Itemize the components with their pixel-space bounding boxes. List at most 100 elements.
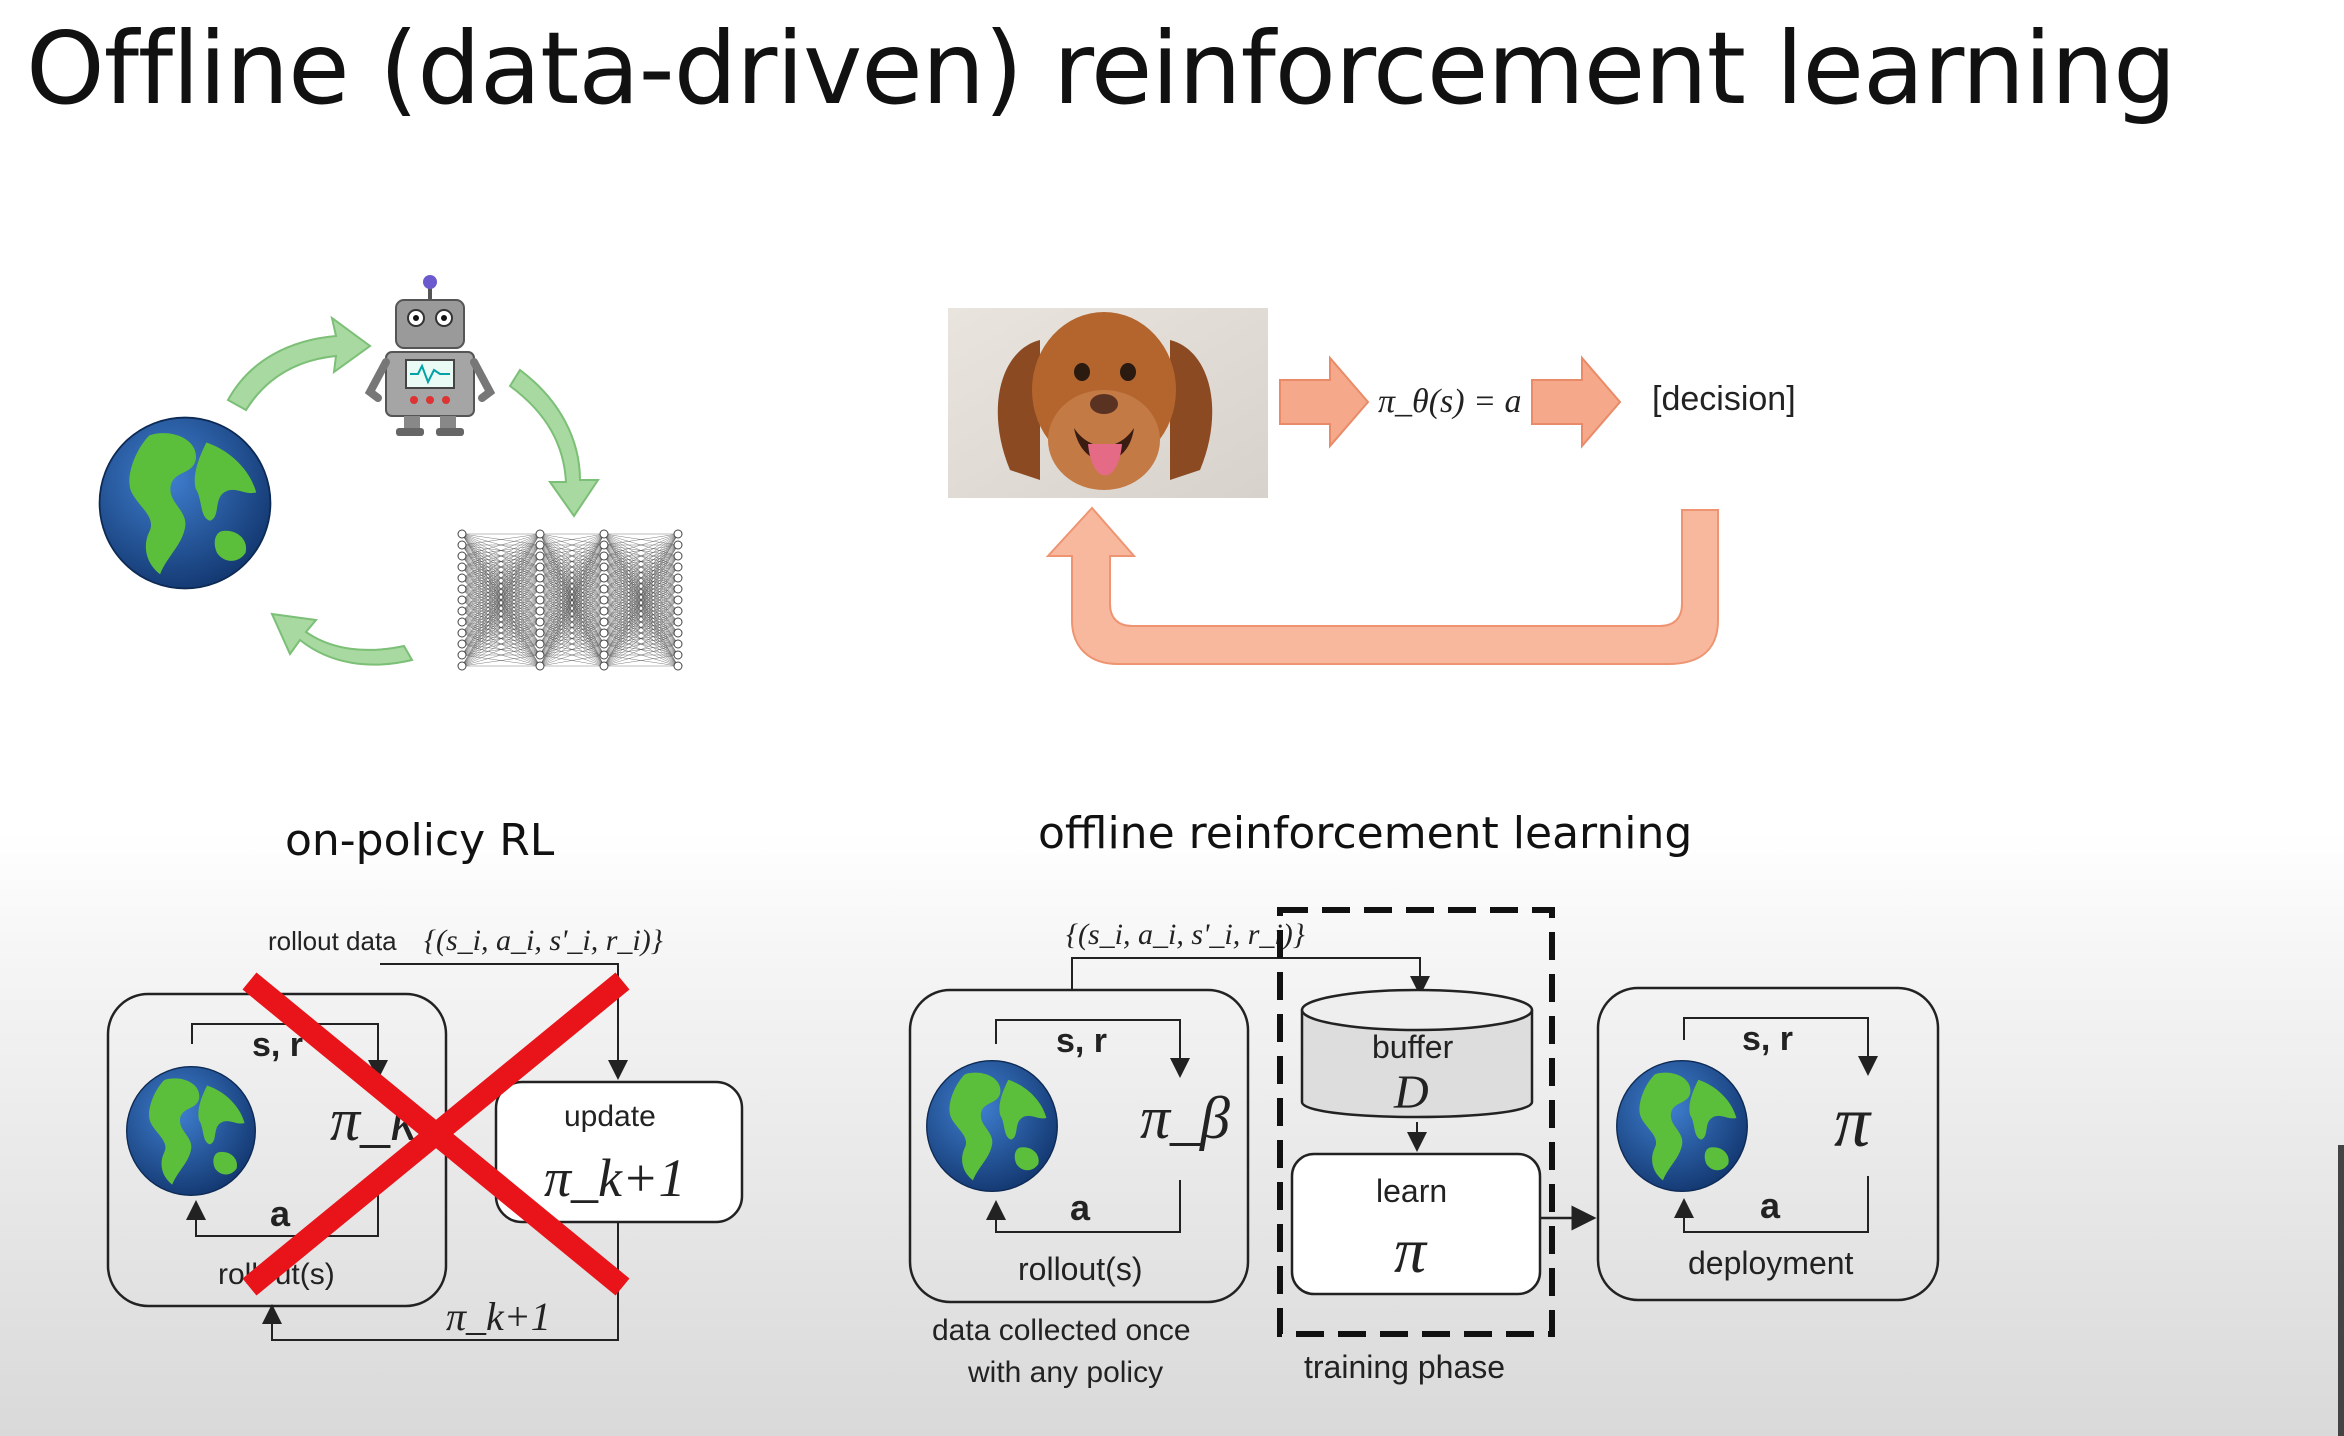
nn-edge [603, 533, 679, 667]
nn-edge [603, 588, 679, 667]
state-label: s, r [252, 1026, 303, 1064]
nn-node [457, 551, 467, 561]
nn-edge [461, 643, 541, 667]
nn-edge [461, 533, 541, 612]
cycle-arrow-icon [226, 315, 600, 666]
nn-edge [539, 533, 605, 546]
nn-edge [461, 533, 541, 590]
learn-box [1290, 1152, 1542, 1296]
nn-edge [461, 533, 541, 568]
decision-label: [decision] [1652, 380, 1796, 418]
feedback-arrow [1045, 506, 1719, 665]
nn-edge [603, 533, 679, 590]
nn-edge [603, 643, 679, 667]
deployment-box [1596, 986, 1940, 1302]
nn-edge [603, 544, 679, 667]
nn-edge [603, 654, 679, 667]
feedback-policy: π_k+1 [446, 1294, 551, 1339]
globe-icon [926, 1060, 1058, 1192]
nn-edge [461, 654, 541, 667]
nn-edge [603, 533, 679, 645]
globe-icon [126, 1066, 256, 1196]
nn-edge [539, 533, 605, 557]
nn-edge [603, 599, 679, 667]
nn-node [535, 540, 545, 550]
nn-node [673, 639, 683, 649]
nn-node [535, 595, 545, 605]
nn-edge [603, 533, 679, 579]
nn-node [599, 628, 609, 638]
nn-node [535, 650, 545, 660]
nn-node [673, 540, 683, 550]
rollout-data-label: rollout data [268, 926, 397, 956]
nn-edge [603, 632, 679, 667]
nn-edge [539, 599, 605, 667]
globe-icon [1616, 1060, 1748, 1192]
nn-edge [539, 533, 605, 656]
nn-node [457, 529, 467, 539]
nn-edge [461, 610, 541, 667]
nn-edge [539, 533, 605, 623]
loop-diagram [98, 275, 683, 671]
nn-edge [461, 533, 541, 656]
collection-box [908, 988, 1250, 1304]
nn-edge [539, 654, 605, 667]
nn-node [673, 529, 683, 539]
policy-pipeline: π_θ(s) = a [decision] [948, 308, 1796, 665]
nn-node [535, 661, 545, 671]
nn-node [599, 573, 609, 583]
nn-edge [461, 533, 541, 623]
nn-edge [461, 621, 541, 667]
nn-edge [539, 555, 605, 667]
nn-node [673, 551, 683, 561]
pipeline-arrow [1279, 355, 1370, 449]
nn-edge [539, 566, 605, 667]
nn-edge [603, 533, 679, 601]
nn-node [535, 562, 545, 572]
nn-edge [539, 533, 605, 634]
nn-edge [539, 610, 605, 667]
cross-out-icon [242, 972, 630, 1296]
nn-edge [539, 533, 605, 612]
deployment-caption: deployment [1688, 1245, 1854, 1281]
nn-node [599, 617, 609, 627]
nn-node [457, 540, 467, 550]
nn-edge [461, 566, 541, 667]
nn-node [599, 595, 609, 605]
nn-edge [539, 621, 605, 667]
collection-caption-line2: with any policy [967, 1356, 1163, 1389]
nn-edge [461, 533, 541, 579]
pipeline-arrow [1531, 355, 1622, 449]
learn-symbol: π [1394, 1215, 1428, 1286]
nn-edge [539, 533, 605, 645]
nn-edge [539, 533, 605, 590]
nn-node [673, 562, 683, 572]
nn-edge [603, 577, 679, 667]
nn-node [599, 639, 609, 649]
nn-edge [539, 577, 605, 667]
action-label: a [270, 1193, 291, 1234]
robot-icon [364, 275, 496, 436]
nn-node [535, 573, 545, 583]
nn-node [457, 584, 467, 594]
nn-edge [603, 566, 679, 667]
offline-diagram: {(s_i, a_i, s'_i, r_i)} s, r π_β a rollo… [908, 907, 1940, 1389]
nn-edge [461, 544, 541, 667]
nn-edge [603, 610, 679, 667]
nn-node [535, 551, 545, 561]
policy-formula: π_θ(s) = a [1378, 383, 1522, 420]
nn-edge [539, 533, 605, 568]
nn-edge [461, 533, 541, 557]
nn-node [535, 628, 545, 638]
nn-edge [603, 555, 679, 667]
nn-node [599, 661, 609, 671]
on-policy-diagram: rollout data {(s_i, a_i, s'_i, r_i)} s, … [106, 924, 744, 1341]
dog-photo [948, 308, 1268, 498]
collection-state-label: s, r [1056, 1022, 1107, 1060]
nn-edge [461, 533, 541, 546]
nn-node [457, 639, 467, 649]
nn-edge [539, 533, 605, 601]
collection-action-label: a [1070, 1187, 1091, 1228]
nn-node [673, 584, 683, 594]
